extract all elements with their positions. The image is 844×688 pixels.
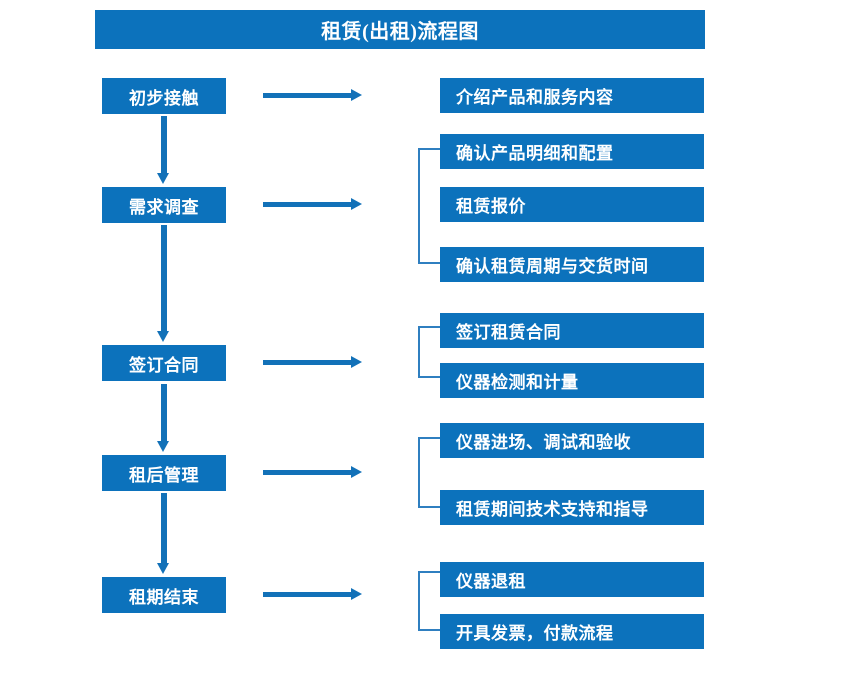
task-box-3[interactable]: 租赁报价 (440, 187, 704, 222)
task-box-8[interactable]: 租赁期间技术支持和指导 (440, 490, 704, 525)
stage-box-5[interactable]: 租期结束 (102, 577, 226, 613)
group-bracket-4 (418, 571, 440, 631)
arrow-shaft (263, 470, 351, 475)
flow-arrow-down-1 (157, 116, 170, 184)
stage-to-task-arrow-3 (263, 356, 362, 369)
arrow-head-right-icon (351, 356, 362, 368)
stage-box-3[interactable]: 签订合同 (102, 345, 226, 381)
arrow-shaft (161, 384, 167, 441)
arrow-head-right-icon (351, 198, 362, 210)
arrow-shaft (161, 225, 167, 331)
arrow-head-right-icon (351, 588, 362, 600)
arrow-head-right-icon (351, 466, 362, 478)
stage-to-task-arrow-1 (263, 89, 362, 102)
flow-arrow-down-3 (157, 384, 170, 452)
task-box-10[interactable]: 开具发票，付款流程 (440, 614, 704, 649)
task-box-2[interactable]: 确认产品明细和配置 (440, 134, 704, 169)
arrow-shaft (161, 493, 167, 563)
arrow-head-down-icon (157, 331, 169, 342)
stage-box-4[interactable]: 租后管理 (102, 455, 226, 491)
arrow-shaft (161, 116, 167, 173)
arrow-shaft (263, 93, 351, 98)
arrow-shaft (263, 592, 351, 597)
stage-to-task-arrow-4 (263, 466, 362, 479)
task-box-4[interactable]: 确认租赁周期与交货时间 (440, 247, 704, 282)
task-box-9[interactable]: 仪器退租 (440, 562, 704, 597)
group-bracket-1 (418, 148, 440, 264)
task-box-7[interactable]: 仪器进场、调试和验收 (440, 423, 704, 458)
stage-box-1[interactable]: 初步接触 (102, 78, 226, 114)
arrow-shaft (263, 360, 351, 365)
flow-arrow-down-4 (157, 493, 170, 574)
arrow-head-down-icon (157, 173, 169, 184)
stage-to-task-arrow-5 (263, 588, 362, 601)
stage-box-2[interactable]: 需求调查 (102, 187, 226, 223)
arrow-shaft (263, 202, 351, 207)
page-title: 租赁(出租)流程图 (95, 10, 705, 49)
task-box-1[interactable]: 介绍产品和服务内容 (440, 78, 704, 113)
flow-arrow-down-2 (157, 225, 170, 342)
arrow-head-down-icon (157, 441, 169, 452)
task-box-5[interactable]: 签订租赁合同 (440, 313, 704, 348)
task-box-6[interactable]: 仪器检测和计量 (440, 363, 704, 398)
stage-to-task-arrow-2 (263, 198, 362, 211)
group-bracket-3 (418, 437, 440, 508)
arrow-head-down-icon (157, 563, 169, 574)
arrow-head-right-icon (351, 89, 362, 101)
group-bracket-2 (418, 326, 440, 378)
